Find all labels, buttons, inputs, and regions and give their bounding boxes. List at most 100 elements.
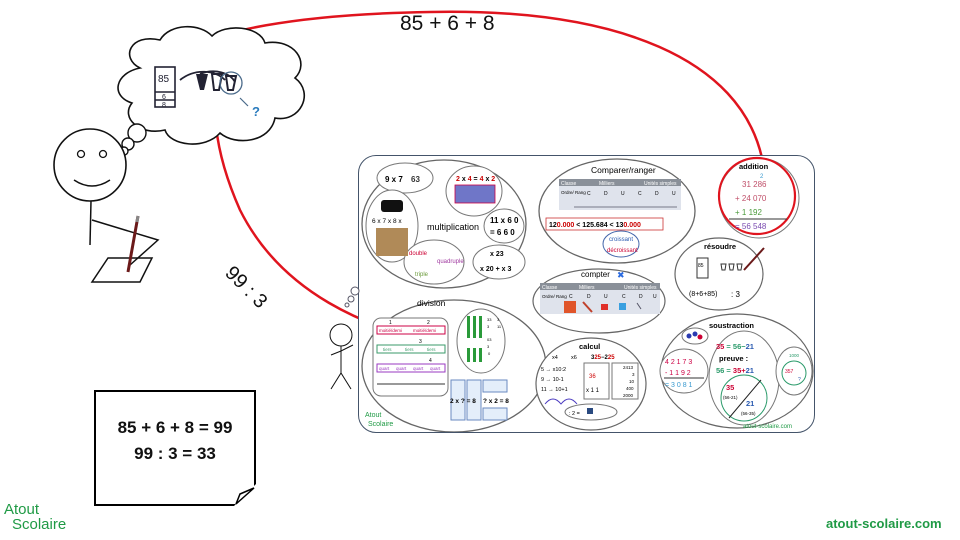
fraction-number: 4 xyxy=(429,358,432,364)
addition-row: + 1 192 xyxy=(735,208,762,217)
addition-group: addition 2 31 286 + 24 070 + 1 192 = 56 … xyxy=(717,156,800,239)
compter-col: C xyxy=(569,294,573,300)
calcul-rule: 5 → x10:2 xyxy=(541,367,566,373)
calcul-rule: 9 → 10-1 xyxy=(541,377,564,383)
compter-col: D xyxy=(587,294,591,300)
resoudre-title: résoudre xyxy=(704,242,736,251)
quart-label: quart xyxy=(413,366,424,371)
subtraction-row: 4 2 1 7 3 xyxy=(665,359,692,366)
subtraction-row: = 3 0 8 1 xyxy=(665,382,693,389)
site-url[interactable]: atout-scolaire.com xyxy=(826,516,942,531)
long-division-digit: 3 xyxy=(497,317,500,322)
division-title: division xyxy=(417,298,446,308)
part2-value: 21 xyxy=(746,399,754,408)
long-division-digit: 33 xyxy=(487,317,492,322)
calcul-group: calcul x4 x6 325−225 5 → x10:2 9 → 10-1 … xyxy=(535,337,647,431)
compter-group: compter ✖ Classe Milliers Unités simples… xyxy=(532,268,666,334)
moitie-label: moitié/demi xyxy=(413,328,436,333)
compter-header-milliers: Milliers xyxy=(579,285,595,291)
comparer-header-unites: Unités simples xyxy=(644,181,677,187)
tiers-label: tiers xyxy=(405,347,414,352)
calcul-add-row: 400 xyxy=(626,386,634,391)
calcul-add-row: 2000 xyxy=(623,393,634,398)
addition-row: = 56 548 xyxy=(735,222,767,231)
calcul-title: calcul xyxy=(579,342,600,351)
distributive-top: x 23 xyxy=(490,251,504,258)
page-curl-icon xyxy=(234,484,256,506)
calcul-add-row: 10 xyxy=(629,379,635,384)
triple-label: triple xyxy=(415,272,429,278)
mult-fact: 9 x 7 xyxy=(385,175,403,184)
croissant-label: croissant xyxy=(609,237,633,243)
calcul-rule: 11 → 10+1 xyxy=(541,387,568,393)
comparer-header-classe: Classe xyxy=(561,181,577,187)
addition-row: 31 286 xyxy=(742,180,767,189)
quart-label: quart xyxy=(379,366,390,371)
number-card: 85 6 8 xyxy=(154,66,176,109)
comparer-group: Comparer/ranger Classe Milliers Unités s… xyxy=(538,158,696,264)
panel-logo-line2: Scolaire xyxy=(368,421,393,428)
moitie-label: moitié/demi xyxy=(379,328,402,333)
quart-label: quart xyxy=(430,366,441,371)
logo-line1: Atout xyxy=(4,501,40,518)
soustraction-title: soustraction xyxy=(709,321,754,330)
tables-text: 6 x 7 x 8 x xyxy=(372,218,402,225)
math-skills-panel: 9 x 7 63 2 x 4 = 4 x 2 6 x 7 x 8 x multi… xyxy=(358,155,815,433)
comparer-title: Comparer/ranger xyxy=(591,165,656,175)
logo-line2: Scolaire xyxy=(12,516,67,533)
part1-value: 35 xyxy=(726,383,734,392)
part1-subexpr: (56-21) xyxy=(723,395,738,400)
resoudre-expression: (8+6+85) xyxy=(689,291,717,298)
long-division-digit: 0 xyxy=(488,351,491,356)
mult11-b: = 6 6 0 xyxy=(490,228,515,237)
addition-carry: 2 xyxy=(760,174,764,180)
long-division-digit: 11 xyxy=(497,324,502,329)
multiplication-group: 9 x 7 63 2 x 4 = 4 x 2 6 x 7 x 8 x multi… xyxy=(361,159,527,289)
double-label: double xyxy=(409,251,428,257)
comparer-col: D xyxy=(655,191,659,197)
commutative-text: 2 x 4 = 4 x 2 xyxy=(456,176,495,183)
addition-row: + 24 070 xyxy=(735,194,767,203)
note-line-1: 85 + 6 + 8 = 99 xyxy=(117,418,233,437)
calcul-divide-by-2: : 2 = xyxy=(569,411,580,417)
long-division-digit: 3 xyxy=(487,324,490,329)
distributive-bottom: x 20 + x 3 xyxy=(480,266,511,273)
addition-title: addition xyxy=(739,162,769,171)
calcul-x4: x4 xyxy=(552,355,558,361)
compter-header-classe: Classe xyxy=(542,285,558,291)
calcul-mult-bottom: x 1 1 xyxy=(586,388,600,394)
card-top-number: 85 xyxy=(158,74,170,85)
card-mid-number: 6 xyxy=(162,94,166,101)
compter-header-unites: Unités simples xyxy=(624,285,657,291)
part2-subexpr: (56-35) xyxy=(741,411,756,416)
comparer-rank-label: Ordre/ Rang xyxy=(561,190,586,195)
compter-col: U xyxy=(604,294,608,300)
division-equation-1: 2 x ? = 8 xyxy=(450,398,476,405)
cups-icon xyxy=(196,71,243,95)
comparer-header-milliers: Milliers xyxy=(599,181,615,187)
subtraction-equation: 35 = 56−21 xyxy=(716,342,754,351)
resoudre-card: 85 xyxy=(698,263,704,269)
comparer-col: D xyxy=(604,191,608,197)
panel-site-label: atout-scolaire.com xyxy=(743,424,792,430)
long-division-digit: 03 xyxy=(487,337,492,342)
atout-scolaire-logo: Atout Scolaire xyxy=(4,502,66,532)
note-line-2: 99 : 3 = 33 xyxy=(134,444,216,463)
compter-col: C xyxy=(622,294,626,300)
proof-equation: 56 = 35+21 xyxy=(716,366,754,375)
fraction-number: 1 xyxy=(389,320,392,326)
unknown-value: ? xyxy=(798,377,801,383)
answer-note-card: 85 + 6 + 8 = 99 99 : 3 = 33 xyxy=(94,390,256,506)
comparer-col: U xyxy=(672,191,676,197)
calcul-subtraction: 325−225 xyxy=(591,355,615,361)
multiplication-title: multiplication xyxy=(427,222,479,232)
stick-figure-writing xyxy=(53,128,160,283)
calcul-mult-top: 36 xyxy=(589,374,596,380)
calcul-x6: x6 xyxy=(571,355,577,361)
panel-logo-line1: Atout xyxy=(365,412,381,419)
decroissant-label: décroissant xyxy=(607,248,638,254)
addition-expression-label: 85 + 6 + 8 xyxy=(400,12,495,35)
compter-title: compter xyxy=(581,270,610,279)
cross-icon: ✖ xyxy=(617,270,625,280)
camera-icon xyxy=(381,200,403,212)
